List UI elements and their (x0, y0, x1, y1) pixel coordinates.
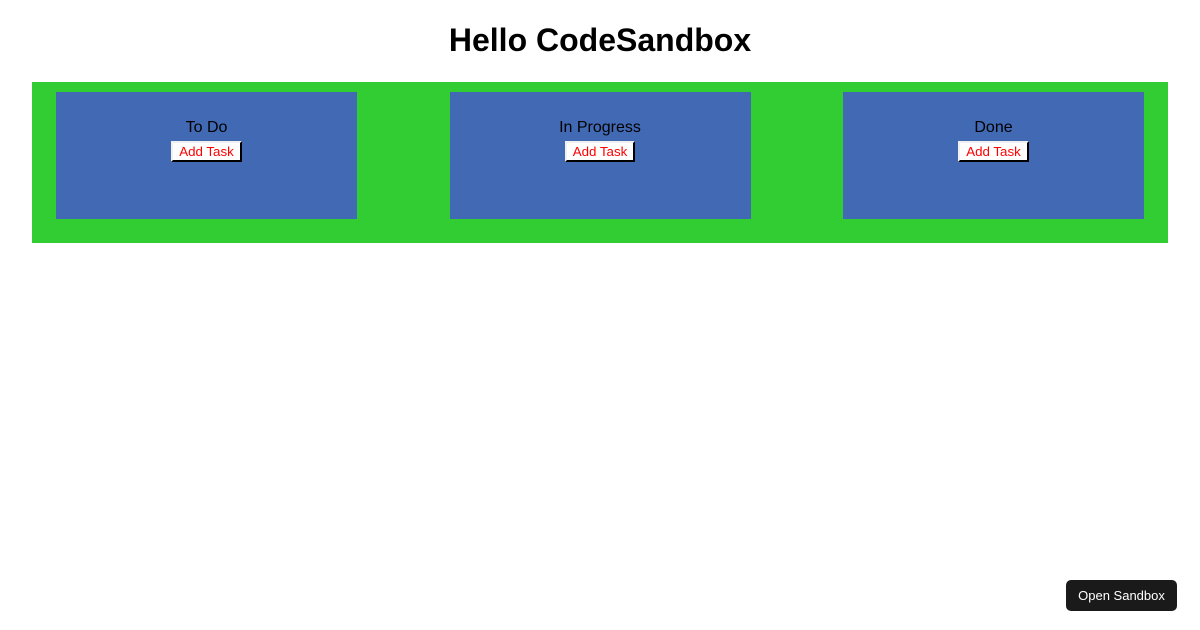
add-task-button-todo[interactable]: Add Task (171, 141, 242, 162)
board-column-done: Done Add Task (843, 92, 1144, 219)
board-column-todo: To Do Add Task (56, 92, 357, 219)
column-title-todo: To Do (185, 119, 228, 136)
column-title-done: Done (974, 119, 1013, 136)
board-column-in-progress: In Progress Add Task (449, 92, 751, 219)
add-task-button-in-progress[interactable]: Add Task (564, 141, 636, 162)
kanban-board: To Do Add Task In Progress Add Task Done… (32, 82, 1168, 243)
open-sandbox-button[interactable]: Open Sandbox (1066, 580, 1177, 611)
add-task-button-done[interactable]: Add Task (958, 141, 1029, 162)
page-title: Hello CodeSandbox (448, 22, 752, 58)
column-title-in-progress: In Progress (559, 119, 641, 136)
